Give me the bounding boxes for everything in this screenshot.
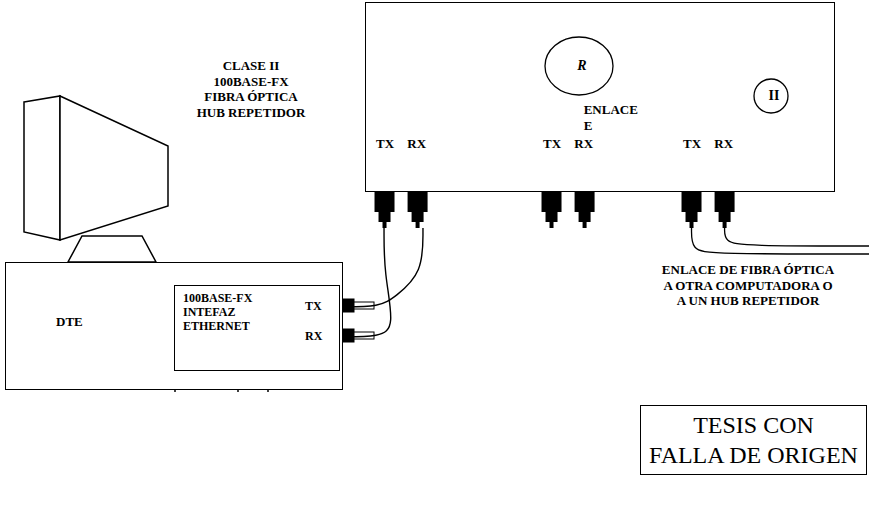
port-label: TX RX: [374, 136, 433, 156]
repeater-circle: R: [544, 36, 620, 96]
node-text: 100BASE-FX INTEFAZ ETHERNET: [183, 292, 275, 333]
outgoing-fiber: [692, 228, 869, 254]
node-text: TX RX: [683, 137, 733, 152]
fiber-connector: [408, 192, 428, 228]
outgoing-fiber: [725, 228, 869, 246]
node-subtext: FALLA DE ORIGEN: [641, 442, 866, 470]
fiber-connector: [375, 192, 395, 228]
fiber-connector: [575, 192, 595, 228]
fiber-connector: [715, 192, 735, 228]
stamp-box: TESIS CONFALLA DE ORIGEN: [640, 405, 867, 475]
link-label: ENLACE E: [583, 102, 639, 133]
computer-base: 100BASE-FX INTEFAZ ETHERNET TX RX DTE: [5, 262, 343, 390]
fiber-connector: [542, 192, 562, 228]
fiber-cable: [340, 228, 423, 307]
ethernet-card: 100BASE-FX INTEFAZ ETHERNET TX RX: [174, 285, 340, 371]
title: CLASE II 100BASE-FX FIBRA ÓPTICA HUB REP…: [194, 58, 308, 120]
node-subtext: TX: [305, 300, 322, 314]
node-text: DTE: [56, 315, 83, 330]
node-text: TX RX: [376, 137, 426, 152]
class-circle: II: [753, 78, 795, 114]
port-label: TX RX: [541, 136, 600, 156]
fiber-cable: [340, 228, 391, 337]
node-text: TX RX: [543, 137, 593, 152]
node-subtext: RX: [305, 330, 322, 344]
port-label: TX RX: [681, 136, 740, 156]
node-text: TESIS CON: [641, 412, 866, 440]
hub-box: R II TX RX TX RX TX RX: [365, 2, 835, 192]
fiber-connector: [682, 192, 702, 228]
node-text: R: [544, 58, 620, 74]
note-label: ENLACE DE FIBRA ÓPTICA A OTRA COMPUTADOR…: [660, 262, 836, 309]
node-text: II: [753, 88, 795, 104]
